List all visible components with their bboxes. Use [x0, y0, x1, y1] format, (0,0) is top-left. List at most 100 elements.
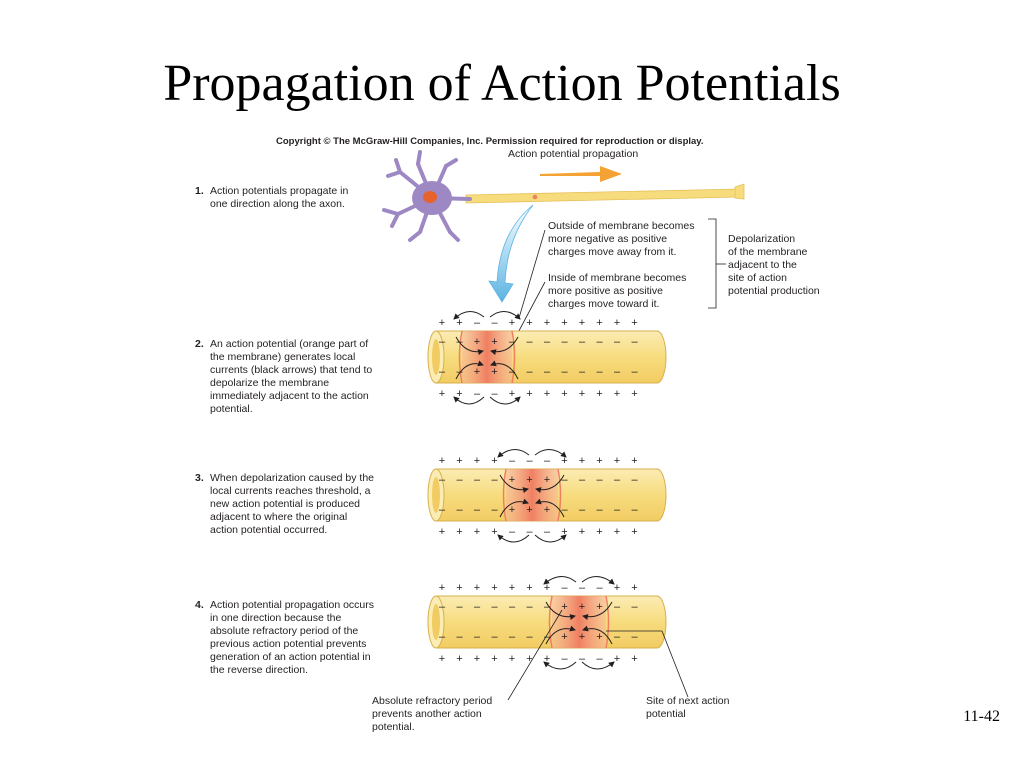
charge-symbol: +: [474, 336, 480, 348]
current-arrow: [535, 498, 565, 518]
current-arrow: [581, 576, 615, 585]
charge-symbol: +: [614, 455, 620, 467]
charge-symbol: +: [509, 388, 515, 400]
charge-symbol: +: [579, 317, 585, 329]
charge-symbol: –: [456, 601, 463, 613]
charge-symbol: –: [456, 504, 463, 516]
current-arrow: [455, 360, 484, 380]
charge-symbol: –: [491, 504, 498, 516]
charge-symbol: +: [579, 601, 585, 613]
charge-symbol: –: [579, 366, 586, 378]
charge-symbol: –: [491, 317, 498, 329]
charge-symbol: +: [456, 317, 462, 329]
current-arrow: [497, 534, 530, 543]
charge-symbol: +: [491, 336, 497, 348]
current-arrow: [490, 360, 519, 380]
charge-symbol: +: [509, 474, 515, 486]
charge-symbol: –: [631, 631, 638, 643]
current-arrow: [581, 661, 615, 670]
charge-symbol: –: [561, 504, 568, 516]
charge-symbol: +: [526, 317, 532, 329]
charge-symbol: –: [561, 474, 568, 486]
current-arrow: [455, 336, 484, 356]
charge-symbol: +: [631, 582, 637, 594]
charge-symbol: –: [544, 455, 551, 467]
charge-symbol: +: [561, 631, 567, 643]
membrane-charges: ++––++++++++––++––––––––––++––––––––++––…: [439, 317, 639, 665]
charge-symbol: +: [474, 366, 480, 378]
charge-symbol: –: [474, 474, 481, 486]
charge-symbol: +: [596, 455, 602, 467]
charge-symbol: –: [596, 653, 603, 665]
charge-symbol: –: [474, 601, 481, 613]
slide-title: Propagation of Action Potentials: [163, 55, 841, 112]
charge-symbol: –: [474, 504, 481, 516]
charge-symbol: +: [614, 526, 620, 538]
charge-symbol: –: [631, 601, 638, 613]
charge-symbol: +: [596, 317, 602, 329]
charge-symbol: –: [544, 526, 551, 538]
charge-symbol: +: [474, 455, 480, 467]
current-arrow: [582, 601, 613, 620]
current-arrow: [543, 576, 577, 585]
charge-symbol: –: [509, 631, 516, 643]
current-arrow: [489, 396, 521, 405]
charge-symbol: +: [614, 388, 620, 400]
current-arrow: [534, 534, 567, 543]
charge-symbol: +: [474, 526, 480, 538]
charge-symbol: –: [456, 474, 463, 486]
charge-symbol: –: [439, 474, 446, 486]
charge-symbol: –: [491, 601, 498, 613]
charge-symbol: +: [631, 317, 637, 329]
charge-symbol: –: [509, 366, 516, 378]
charge-symbol: –: [614, 366, 621, 378]
charge-symbol: +: [579, 455, 585, 467]
current-arrow: [582, 625, 613, 645]
charge-symbol: –: [439, 631, 446, 643]
current-arrow: [545, 601, 576, 620]
charge-symbol: –: [544, 631, 551, 643]
charge-symbol: –: [596, 582, 603, 594]
charge-symbol: –: [596, 474, 603, 486]
charge-symbol: +: [526, 388, 532, 400]
charge-symbol: +: [579, 631, 585, 643]
charge-symbol: –: [544, 601, 551, 613]
charge-symbol: +: [474, 653, 480, 665]
charge-symbol: –: [526, 366, 533, 378]
charge-symbol: +: [526, 653, 532, 665]
charge-symbol: +: [491, 526, 497, 538]
charge-symbol: +: [491, 366, 497, 378]
charge-symbol: –: [509, 526, 516, 538]
current-arrow: [499, 474, 529, 494]
current-arrow: [534, 449, 567, 458]
current-arrow: [453, 311, 485, 320]
charge-symbol: +: [544, 504, 550, 516]
charge-symbol: –: [614, 474, 621, 486]
charge-symbol: –: [561, 582, 568, 594]
charge-symbol: +: [579, 388, 585, 400]
charge-symbol: –: [631, 366, 638, 378]
charge-symbol: –: [526, 336, 533, 348]
charge-symbol: +: [491, 582, 497, 594]
charge-symbol: +: [439, 653, 445, 665]
charge-symbol: +: [439, 455, 445, 467]
charge-symbol: –: [456, 336, 463, 348]
current-arrow: [499, 498, 529, 518]
neuron-icon: [382, 150, 745, 242]
charge-symbol: +: [561, 601, 567, 613]
charge-symbol: +: [526, 582, 532, 594]
axon-segment-2: [427, 330, 667, 384]
charge-symbol: –: [561, 653, 568, 665]
charge-symbol: –: [509, 336, 516, 348]
charge-symbol: –: [526, 455, 533, 467]
charge-symbol: –: [614, 631, 621, 643]
bottom-callout-lines: [507, 609, 689, 701]
